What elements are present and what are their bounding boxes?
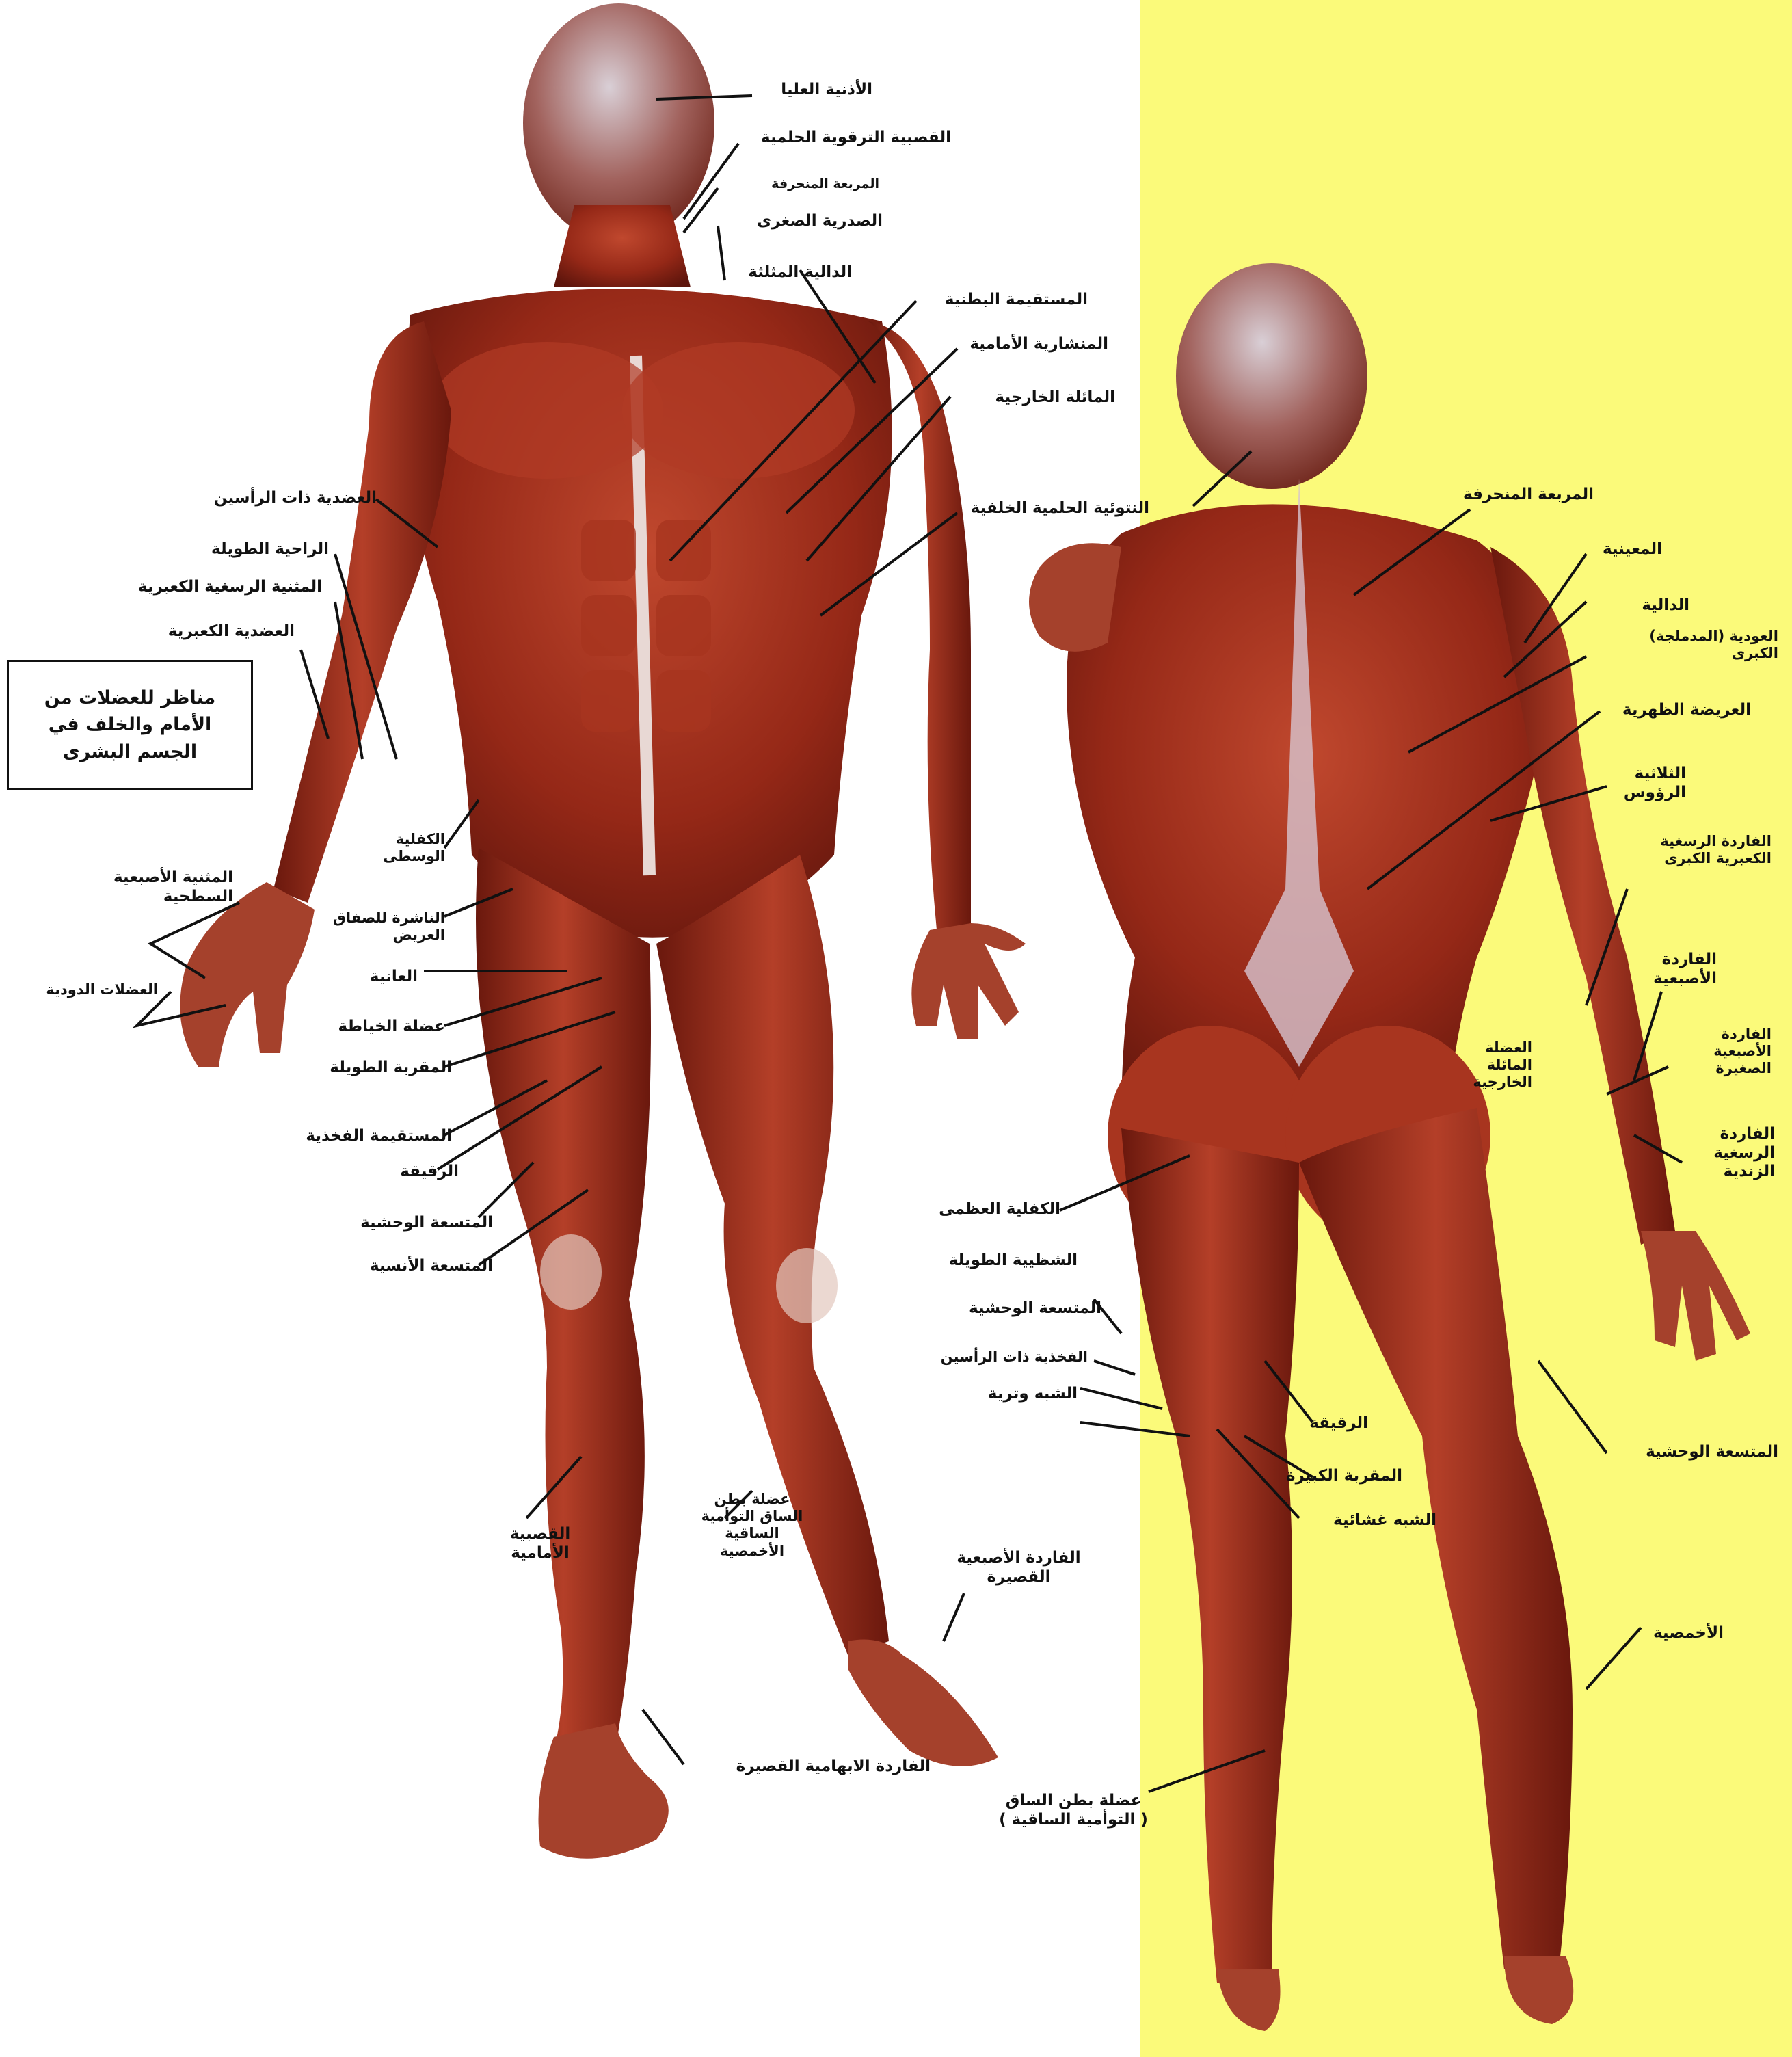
label-tensor-fasciae: الناشرة للصفاق العريض [333, 910, 445, 944]
front-arm-left [273, 321, 451, 903]
label-back-trapezius: المربعة المنحرفة [1463, 486, 1594, 505]
label-adductor-longus: المقربة الطويلة [330, 1059, 452, 1078]
back-arm-right [1490, 547, 1675, 1245]
back-hand-right [1641, 1231, 1750, 1361]
label-back-vastus-lateralis: المتسعة الوحشية [969, 1299, 1101, 1318]
label-extensor-digitorum-brevis: الفاردة الأصبعية القصيرة [937, 1549, 1101, 1587]
front-figure [180, 3, 1026, 1859]
label-brachialis-radial: العضدية الكعبرية [168, 622, 295, 641]
label-back-gracilis: الرقيقة [1309, 1414, 1368, 1433]
label-back-plantaris: الأخمصية [1653, 1624, 1724, 1643]
front-pectoral-right [622, 342, 855, 479]
back-foot-left [1217, 1969, 1281, 2031]
label-upper-ear: الأذنية العليا [781, 81, 872, 100]
back-leg-right [1299, 1108, 1573, 1969]
label-back-semimembranosus: الشبه غشائية [1333, 1511, 1436, 1530]
label-pectoralis-minor: الصدرية الصغرى [757, 212, 883, 231]
label-tibialis-anterior: القصبية الأمامية [489, 1525, 591, 1563]
front-hand-right [911, 923, 1026, 1039]
front-knee-right [776, 1248, 838, 1323]
label-vastus-lateralis: المتسعة الوحشية [360, 1214, 493, 1233]
front-neck [554, 205, 691, 287]
back-foot-right [1504, 1956, 1573, 2024]
label-flexor-digitorum-superficialis: المثنية الأصبعية السطحية [113, 868, 233, 906]
label-back-infraspinatus: المعينية [1603, 540, 1662, 559]
label-gracilis: الرقيقة [400, 1163, 459, 1182]
label-sternocleidomastoid: القصبية الترقوية الحلمية [761, 129, 951, 148]
label-back-adductor-longus: الشظيية الطويلة [949, 1251, 1078, 1271]
label-sartorius: عضلة الخياطة [338, 1018, 445, 1037]
front-foot-left [539, 1723, 669, 1859]
label-flexor-carpi-radialis: المثنية الرسغية الكعبرية [138, 578, 322, 597]
label-gluteus-medius: الكفلية الوسطى [383, 831, 445, 865]
back-figure [1029, 263, 1750, 2031]
back-shoulder-left [1029, 543, 1121, 652]
label-posterior-tubercle: النتوئية الحلمية الخلفية [971, 499, 1149, 518]
label-gastrocnemius-front: عضلة بطن الساق التوأمية الساقية الأخمصية [691, 1491, 814, 1560]
label-back-biceps-femoris: الفخذية ذات الرأسين [941, 1349, 1088, 1366]
label-vastus-medialis: المتسعة الأنسية [370, 1257, 493, 1276]
label-back-adductor-magnus: المقربة الكبيرة [1286, 1467, 1402, 1486]
label-rectus-abdominis: المستقيمة البطنية [945, 291, 1088, 310]
label-rectus-femoris: المستقيمة الفخذية [306, 1127, 452, 1146]
label-deltoid-front: الدالية المثلثة [748, 263, 852, 282]
label-back-extensor-carpi-radialis: الفاردة الرسغية الكعبرية الكبرى [1660, 833, 1771, 867]
label-back-extensor-digitorum: الفاردة الأصبعية [1653, 951, 1717, 988]
label-back-gastrocnemius: عضلة بطن الساق ( التوأمية الساقية ) [985, 1792, 1162, 1829]
label-back-deltoid: الدالية [1642, 596, 1689, 615]
label-extensor-hallucis-brevis: الفاردة الابهامية القصيرة [736, 1757, 931, 1777]
label-external-oblique: المائلة الخارجية [995, 388, 1115, 408]
label-lumbricals: العضلات الدودية [46, 981, 158, 998]
label-trapezius-front: المربعة المنحرفة [771, 176, 879, 192]
label-back-latissimus-dorsi: العريضة الظهرية [1622, 701, 1751, 720]
info-box-text: مناظر للعضلات من الأمام والخلف في الجسم … [44, 685, 216, 765]
label-pectineus: العانية [370, 968, 418, 987]
label-back-triceps: الثلاثية الرؤوس [1624, 765, 1686, 802]
label-back-vastus-lateralis-right: المتسعة الوحشية [1646, 1443, 1778, 1462]
label-back-semitendinosus: الشبه وترية [988, 1385, 1078, 1404]
back-leg-left [1121, 1128, 1299, 1983]
label-biceps: العضدية ذات الرأسين [214, 489, 377, 508]
front-foot-right [848, 1640, 998, 1766]
label-back-extensor-carpi-ulnaris: الفاردة الرسغية الزندية [1713, 1125, 1775, 1182]
info-box: مناظر للعضلات من الأمام والخلف في الجسم … [7, 660, 253, 790]
label-back-external-oblique: العضلة المائلة الخارجية [1473, 1039, 1532, 1091]
front-knee-left [540, 1234, 602, 1310]
label-back-gluteus-maximus: الكفلية العظمى [939, 1200, 1060, 1219]
label-back-extensor-digiti-minimi: الفاردة الأصبعية الصغيرة [1713, 1026, 1771, 1078]
back-head [1176, 263, 1367, 489]
label-brachioradialis: الراحية الطويلة [211, 540, 329, 559]
label-serratus-anterior: المنشارية الأمامية [969, 335, 1108, 354]
label-back-teres-major: العودية (المدملجة) الكبرى [1649, 628, 1778, 662]
